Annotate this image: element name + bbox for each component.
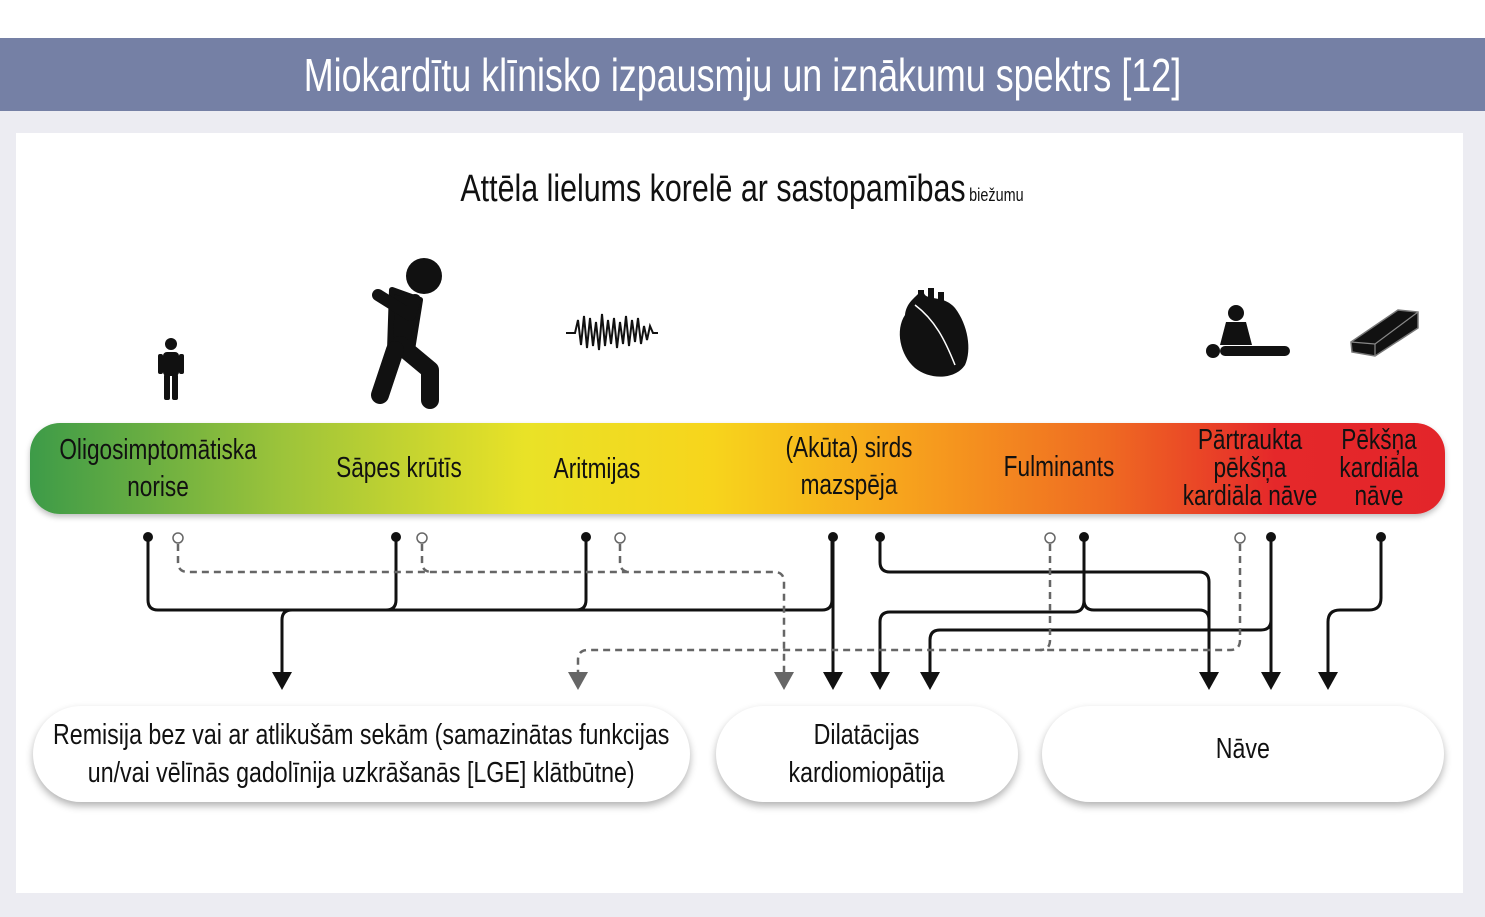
open-circle — [416, 532, 428, 544]
dashed-line — [176, 544, 786, 675]
standing-person-icon — [158, 338, 184, 400]
label-line: Pārtraukta — [1197, 424, 1303, 456]
dashed-line — [420, 544, 433, 574]
open-circle — [1234, 532, 1246, 544]
outcome-text: un/vai vēlīnās gadolīnija uzkrāšanās [LG… — [88, 757, 635, 789]
outcome-text: Remisija bez vai ar atlikušām sekām (sam… — [53, 719, 670, 751]
connector-line — [1082, 537, 1211, 621]
subtitle: Attēla lielums korelē ar sastopamības bi… — [0, 168, 1485, 211]
label-arrhythmias: Aritmijas — [554, 451, 641, 488]
arrowheads — [272, 672, 1338, 690]
ecg-waveform-icon — [566, 313, 658, 351]
label-line: pēkšņa — [1213, 452, 1287, 484]
dot — [875, 532, 885, 542]
open-circles — [172, 532, 1246, 544]
cpr-icon — [1206, 305, 1290, 358]
solid-connectors — [146, 537, 1383, 675]
label-heart-failure: (Akūta) sirds mazspēja — [786, 430, 913, 504]
outcome-remission: Remisija bez vai ar atlikušām sekām (sam… — [33, 706, 690, 802]
title-banner: Miokardītu klīnisko izpausmju un iznākum… — [0, 38, 1485, 111]
top-margin — [0, 0, 1485, 38]
arrowhead-icon — [870, 672, 890, 690]
label-line: mazspēja — [800, 469, 898, 501]
arrowhead-icon — [774, 672, 794, 690]
subtitle-main: Attēla lielums korelē ar sastopamības — [460, 168, 967, 210]
arrowhead-icon — [920, 672, 940, 690]
label-line: nāve — [1354, 480, 1404, 512]
dashed-line — [576, 544, 1242, 675]
label-line: (Akūta) sirds — [785, 432, 913, 464]
label-line: kardiāla — [1339, 452, 1419, 484]
label-fulminant: Fulminants — [1004, 449, 1115, 486]
connector-line — [1326, 537, 1383, 675]
arrowhead-icon — [1318, 672, 1338, 690]
arrowhead-icon — [1261, 672, 1281, 690]
open-circle — [172, 532, 184, 544]
label-chest-pain: Sāpes krūtīs — [336, 450, 462, 487]
label-line: Sāpes krūtīs — [336, 452, 462, 484]
severity-spectrum-bar — [30, 423, 1445, 514]
coffin-icon — [1350, 309, 1419, 357]
dot — [1376, 532, 1386, 542]
chest-pain-person-icon — [371, 258, 442, 409]
dot — [1266, 532, 1276, 542]
dot — [828, 532, 838, 542]
connector-line — [280, 608, 293, 675]
label-oligosymptomatic: Oligosimptomātiska norise — [59, 432, 256, 506]
label-line: norise — [127, 471, 189, 503]
outcome-death: Nāve — [1042, 706, 1444, 802]
label-aborted-scd: Pārtraukta pēkšņa kardiāla nāve — [1182, 424, 1318, 512]
arrowhead-icon — [272, 672, 292, 690]
dot — [391, 532, 401, 542]
connector-line — [878, 537, 1211, 675]
label-line: Aritmijas — [553, 453, 641, 485]
label-line: Pēkšņa — [1341, 424, 1417, 456]
open-circle — [614, 532, 626, 544]
label-line: Oligosimptomātiska — [59, 434, 257, 466]
connector-line — [575, 537, 588, 612]
label-scd: Pēkšņa kardiāla nāve — [1339, 424, 1419, 512]
open-circle — [1044, 532, 1056, 544]
connector-line — [878, 599, 1086, 675]
label-line: Fulminants — [1003, 451, 1115, 483]
heart-icon — [899, 288, 969, 377]
dashed-line — [1039, 544, 1052, 652]
outcome-text: Nāve — [1215, 733, 1271, 765]
dashed-connectors — [176, 544, 1242, 675]
connector-line — [928, 619, 1273, 675]
outcome-dilated-cardiomyopathy: Dilatācijas kardiomiopātija — [716, 706, 1018, 802]
subtitle-small: biežumu — [969, 185, 1025, 205]
outcome-text: kardiomiopātija — [788, 757, 946, 789]
dashed-line — [618, 544, 631, 574]
arrowhead-icon — [1199, 672, 1219, 690]
connector-line — [385, 537, 398, 612]
connector-line — [146, 537, 834, 612]
dot — [581, 532, 591, 542]
dot — [1079, 532, 1089, 542]
solid-dots — [143, 532, 1386, 542]
outcome-text: Dilatācijas — [814, 719, 920, 751]
page-title: Miokardītu klīnisko izpausmju un iznākum… — [303, 48, 1182, 101]
label-line: kardiāla nāve — [1182, 480, 1318, 512]
arrowhead-icon — [568, 672, 588, 690]
dot — [143, 532, 153, 542]
arrowhead-icon — [823, 672, 843, 690]
